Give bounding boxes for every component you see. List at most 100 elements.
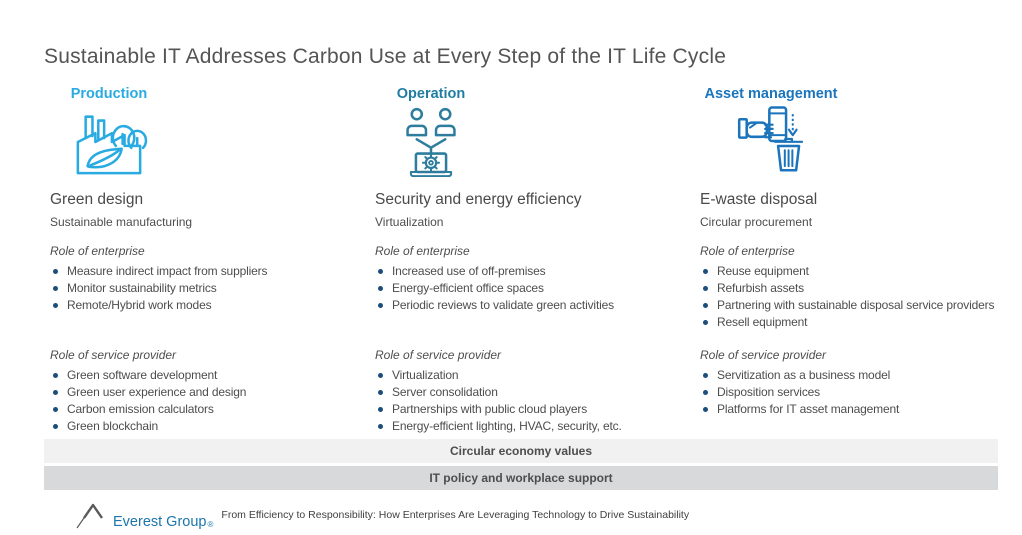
bullet-dot [703,269,708,274]
provider-bullet-list: Virtualization Server consolidation Part… [375,367,694,435]
bullet-item: Green software development [50,367,369,384]
bullet-text: Remote/Hybrid work modes [67,298,212,312]
users-laptop-gear-icon [375,105,487,178]
role-label-provider: Role of service provider [375,348,502,362]
bullet-item: Carbon emission calculators [50,401,369,418]
bullet-dot [378,407,383,412]
column-production: Production Green design [44,86,369,435]
band-label: IT policy and workplace support [429,471,613,485]
bullet-item: Remote/Hybrid work modes [50,297,369,314]
footer-caption: From Efficiency to Responsibility: How E… [221,508,690,521]
bullet-item: Resell equipment [700,314,998,331]
bullet-dot [703,303,708,308]
bullet-dot [703,390,708,395]
bullet-text: Energy-efficient lighting, HVAC, securit… [392,419,622,433]
bottom-bands: Circular economy values IT policy and wo… [44,439,998,490]
role-of-service-provider-section: Role of service provider Virtualization … [375,348,694,435]
bullet-dot [378,390,383,395]
bullet-text: Servitization as a business model [717,368,891,382]
column-heading: Security and energy efficiency [375,191,582,208]
infographic-page: Sustainable IT Addresses Carbon Use at E… [0,44,1022,530]
bullet-text: Resell equipment [717,315,808,329]
bullet-dot [703,286,708,291]
column-asset-management: Asset management [694,86,998,418]
bullet-dot [378,424,383,429]
role-label-provider: Role of service provider [700,348,827,362]
role-of-service-provider-section: Role of service provider Green software … [50,348,369,435]
registered-trademark-symbol: ® [207,520,214,529]
bullet-dot [53,424,58,429]
bullet-dot [378,373,383,378]
bullet-item: Partnerships with public cloud players [375,401,694,418]
logo-text: Everest Group [113,514,207,530]
role-label-provider: Role of service provider [50,348,177,362]
factory-leaf-icon [50,105,168,178]
bullet-text: Refurbish assets [717,281,804,295]
column-operation: Operation Securit [369,86,694,435]
bullet-text: Disposition services [717,385,821,399]
band-label: Circular economy values [449,444,593,458]
bullet-item: Server consolidation [375,384,694,401]
role-of-enterprise-section: Role of enterprise Measure indirect impa… [50,244,369,334]
bullet-text: Green software development [67,368,218,382]
hand-phone-trash-icon-svg [737,106,804,172]
bullet-item: Disposition services [700,384,998,401]
role-of-enterprise-section: Role of enterprise Reuse equipment Refur… [700,244,998,334]
stage-block-production: Production [50,86,168,178]
bullet-dot [53,303,58,308]
column-subheading: Virtualization [375,215,444,229]
bullet-item: Monitor sustainability metrics [50,280,369,297]
hand-phone-trash-icon [700,105,842,178]
bullet-item: Periodic reviews to validate green activ… [375,297,694,314]
bullet-dot [53,286,58,291]
bullet-text: Green user experience and design [67,385,247,399]
bullet-item: Increased use of off-premises [375,263,694,280]
column-subheading: Sustainable manufacturing [50,215,193,229]
users-laptop-gear-icon-svg [406,107,456,177]
enterprise-bullet-list: Reuse equipment Refurbish assets Partner… [700,263,998,331]
bullet-dot [53,390,58,395]
column-heading: E-waste disposal [700,191,818,208]
stage-block-asset-management: Asset management [700,86,842,178]
bullet-dot [703,373,708,378]
enterprise-bullet-list: Measure indirect impact from suppliers M… [50,263,369,314]
bullet-text: Monitor sustainability metrics [67,281,217,295]
bullet-text: Measure indirect impact from suppliers [67,264,268,278]
bullet-item: Servitization as a business model [700,367,998,384]
column-heading: Green design [50,191,144,208]
bullet-text: Partnering with sustainable disposal ser… [717,298,995,312]
role-label-enterprise: Role of enterprise [700,244,795,258]
bullet-text: Reuse equipment [717,264,809,278]
bullet-dot [703,407,708,412]
role-label-enterprise: Role of enterprise [50,244,145,258]
bullet-text: Partnerships with public cloud players [392,402,588,416]
bullet-text: Server consolidation [392,385,498,399]
stage-title-operation: Operation [396,86,466,102]
factory-leaf-icon-svg [76,115,148,175]
bullet-item: Platforms for IT asset management [700,401,998,418]
bullet-item: Energy-efficient lighting, HVAC, securit… [375,418,694,435]
bullet-item: Partnering with sustainable disposal ser… [700,297,998,314]
bullet-item: Measure indirect impact from suppliers [50,263,369,280]
bullet-text: Platforms for IT asset management [717,402,900,416]
stage-title-production: Production [70,86,148,102]
bullet-text: Energy-efficient office spaces [392,281,544,295]
bullet-item: Green user experience and design [50,384,369,401]
bullet-dot [53,407,58,412]
band-it-policy-workplace-support: IT policy and workplace support [44,466,998,490]
bullet-item: Green blockchain [50,418,369,435]
provider-bullet-list: Servitization as a business model Dispos… [700,367,998,418]
bullet-dot [53,269,58,274]
bullet-item: Virtualization [375,367,694,384]
column-subheading: Circular procurement [700,215,813,229]
stage-block-operation: Operation [375,86,487,178]
bullet-text: Carbon emission calculators [67,402,214,416]
everest-group-logo: Everest Group® [76,500,213,530]
bullet-text: Increased use of off-premises [392,264,546,278]
bullet-item: Energy-efficient office spaces [375,280,694,297]
role-label-enterprise: Role of enterprise [375,244,470,258]
footer: Everest Group® From Efficiency to Respon… [76,500,998,530]
enterprise-bullet-list: Increased use of off-premises Energy-eff… [375,263,694,314]
bullet-text: Periodic reviews to validate green activ… [392,298,615,312]
bullet-dot [53,373,58,378]
